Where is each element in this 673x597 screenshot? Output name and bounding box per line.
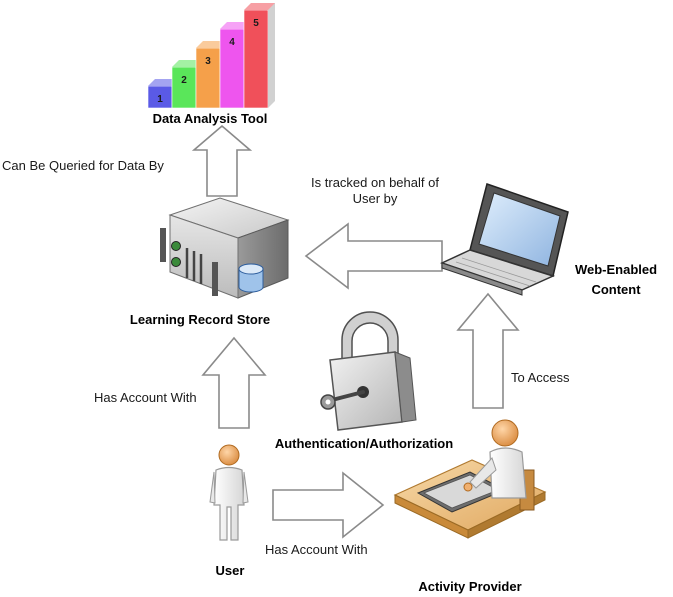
person-icon bbox=[209, 444, 249, 541]
authentication-label: Authentication/Authorization bbox=[274, 436, 454, 451]
edge-label-tracked-line1: Is tracked on behalf of bbox=[311, 175, 439, 190]
arrow-user-to-lrs bbox=[201, 336, 267, 429]
activity-provider-label: Activity Provider bbox=[418, 579, 522, 594]
web-enabled-content-line1: Web-Enabled bbox=[574, 262, 658, 277]
arrow-provider-to-content bbox=[456, 292, 520, 409]
bar-label-5: 5 bbox=[253, 18, 259, 29]
edge-label-user-provider: Has Account With bbox=[265, 542, 368, 557]
arrow-user-to-provider bbox=[272, 471, 385, 539]
bar-label-1: 1 bbox=[157, 94, 163, 105]
data-analysis-tool-label: Data Analysis Tool bbox=[152, 111, 268, 126]
web-enabled-content-label: Web-Enabled Content bbox=[560, 260, 672, 300]
edge-label-tracked: Is tracked on behalf of User by bbox=[290, 175, 460, 207]
padlock-key-icon bbox=[320, 311, 417, 431]
bar-label-2: 2 bbox=[181, 75, 187, 86]
bar-chart-icon: 1 2 3 4 5 bbox=[147, 3, 275, 109]
server-icon bbox=[160, 197, 290, 299]
bar-label-4: 4 bbox=[229, 37, 235, 48]
person-at-desk-icon bbox=[393, 419, 547, 539]
user-label: User bbox=[215, 563, 245, 578]
edge-label-queried: Can Be Queried for Data By bbox=[2, 158, 164, 173]
arrow-lrs-to-dat bbox=[191, 124, 253, 197]
edge-label-user-lrs: Has Account With bbox=[94, 390, 197, 405]
laptop-icon bbox=[439, 183, 569, 296]
edge-label-tracked-line2: User by bbox=[352, 191, 398, 206]
bar-label-3: 3 bbox=[205, 56, 211, 67]
web-enabled-content-line2: Content bbox=[591, 282, 641, 297]
learning-record-store-label: Learning Record Store bbox=[129, 312, 271, 327]
bar-5: 5 bbox=[243, 3, 275, 109]
arrow-content-to-lrs bbox=[304, 222, 443, 290]
edge-label-to-access: To Access bbox=[511, 370, 570, 385]
